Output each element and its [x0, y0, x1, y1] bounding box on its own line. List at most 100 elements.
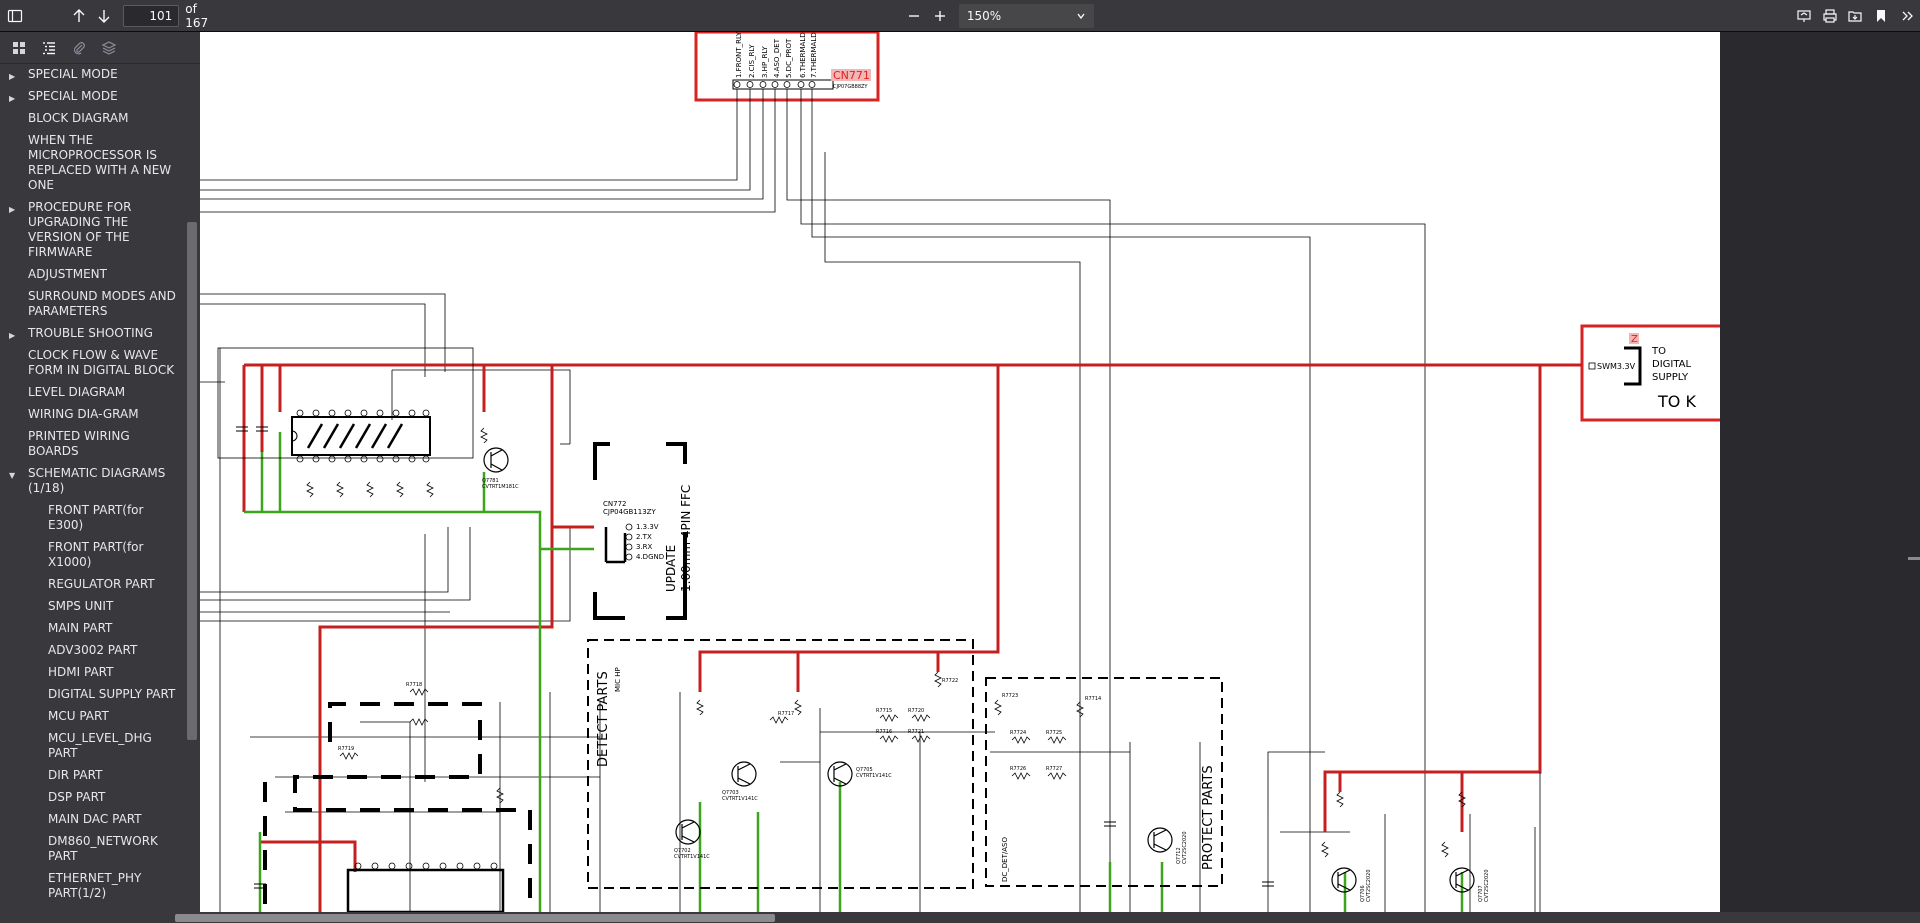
outline-item[interactable]: ▶SPECIAL MODE [0, 64, 186, 86]
svg-text:R7721: R7721 [908, 729, 924, 735]
sidebar-scrollbar[interactable] [187, 222, 197, 740]
document-viewer[interactable]: BCDEFGH [200, 32, 1720, 912]
sidebar-toggle-icon[interactable] [2, 4, 28, 28]
open-file-icon[interactable] [1843, 4, 1869, 28]
digital-supply-box: Z SWM3.3V TO DIGITAL SUPPLY TO K [1580, 324, 1720, 422]
outline-item[interactable]: ETHERNET_PHY PART(1/2) [0, 868, 186, 905]
outline-item[interactable]: ▶ TROUBLE SHOOTING [0, 323, 186, 345]
svg-text:CVTRT1M181C: CVTRT1M181C [482, 484, 519, 490]
svg-text:R7720: R7720 [908, 708, 924, 714]
svg-text:SWM3.3V: SWM3.3V [1597, 362, 1636, 371]
outline-item-label: PRINTED WIRING BOARDS [28, 429, 130, 458]
outline-item[interactable]: DM860_NETWORK PART [0, 831, 186, 868]
svg-text:3.RX: 3.RX [636, 543, 653, 551]
outline-item[interactable]: ▶SPECIAL MODE [0, 86, 186, 108]
minus-icon [909, 14, 920, 17]
thumbnails-icon[interactable] [4, 35, 34, 61]
outline-item[interactable]: DIGITAL SUPPLY PART [0, 684, 186, 706]
outline-item[interactable]: DSP PART [0, 787, 186, 809]
svg-text:CVT2SC2020: CVT2SC2020 [1182, 831, 1188, 864]
cn771-part: CJP07GB88ZY [833, 84, 868, 90]
transistor-q7705 [827, 761, 853, 787]
sidebar-tabs [0, 32, 200, 64]
svg-text:Q7781: Q7781 [482, 478, 499, 484]
update-connector: CN772 CJP04GB113ZY 1.3.3V 2.TX 3.RX 4.DG… [593, 442, 693, 620]
outline-icon[interactable] [34, 35, 64, 61]
outline-item-label: MAIN PART [48, 621, 113, 635]
chevron-double-right-icon[interactable] [1894, 4, 1920, 28]
plus-icon [934, 10, 945, 21]
outline-item[interactable]: ADV3002 PART [0, 640, 186, 662]
svg-text:CVT2SC2020: CVT2SC2020 [1484, 869, 1490, 902]
svg-text:2.CIS_RLY: 2.CIS_RLY [748, 44, 756, 78]
arrow-down-icon[interactable] [91, 4, 117, 28]
outline-item[interactable]: CLOCK FLOW & WAVE FORM IN DIGITAL BLOCK [0, 345, 186, 382]
bookmark-icon[interactable] [1868, 4, 1894, 28]
outline-item[interactable]: FRONT PART(for X1000) [0, 537, 186, 574]
triangle-right-icon[interactable]: ▶ [9, 94, 16, 103]
arrow-up-icon[interactable] [66, 4, 92, 28]
layers-icon[interactable] [94, 35, 124, 61]
triangle-right-icon[interactable]: ▶ [9, 331, 16, 340]
outline-item-label: SURROUND MODES AND PARAMETERS [28, 289, 176, 318]
svg-text:2.TX: 2.TX [636, 533, 652, 541]
outline-item[interactable]: SMPS UNIT [0, 596, 186, 618]
outline-item[interactable]: BLOCK DIAGRAM [0, 108, 186, 130]
pdf-page: BCDEFGH [200, 32, 1720, 912]
outline-item[interactable]: REGULATOR PART [0, 574, 186, 596]
print-icon[interactable] [1817, 4, 1843, 28]
outline-item[interactable]: MCU PART [0, 706, 186, 728]
svg-text:4.ASO_DET: 4.ASO_DET [773, 38, 781, 78]
transistor-q7707 [1449, 867, 1475, 893]
attachments-icon[interactable] [64, 35, 94, 61]
outline-item[interactable]: HDMI PART [0, 662, 186, 684]
triangle-right-icon[interactable]: ▶ [9, 205, 16, 214]
transistor-q7703 [731, 761, 757, 787]
outline-item-label: BLOCK DIAGRAM [28, 111, 129, 125]
outline-item-label: PROCEDURE FOR UPGRADING THE VERSION OF T… [28, 200, 132, 259]
svg-text:Q7705: Q7705 [856, 767, 873, 773]
schematic-diagram: BCDEFGH [200, 32, 1720, 912]
outline-item-label: SCHEMATIC DIAGRAMS (1/18) [28, 466, 166, 495]
svg-text:CN772: CN772 [603, 500, 627, 508]
zoom-in-button[interactable] [927, 4, 953, 28]
outline-item-label: TROUBLE SHOOTING [28, 326, 153, 340]
presentation-icon[interactable] [1791, 4, 1817, 28]
horizontal-scrollbar[interactable] [175, 912, 1920, 923]
outline-item-label: MAIN DAC PART [48, 812, 142, 826]
cn771-connector: CN771 CJP07GB88ZY 1.FRONT_RLY 2.CIS_RLY … [694, 32, 880, 152]
outline-item[interactable]: LEVEL DIAGRAM [0, 382, 186, 404]
outline-item[interactable]: WHEN THE MICROPROCESSOR IS REPLACED WITH… [0, 130, 186, 197]
triangle-right-icon[interactable]: ▶ [9, 72, 16, 81]
outline-item[interactable]: ▼ SCHEMATIC DIAGRAMS (1/18) [0, 463, 186, 500]
outline-item[interactable]: PRINTED WIRING BOARDS [0, 426, 186, 463]
outline-item[interactable]: MAIN DAC PART [0, 809, 186, 831]
resistor-labels: R7718 R7719 R7717 R7715 R7716 R7720 R772… [338, 678, 1101, 772]
page-number-input[interactable] [123, 4, 180, 27]
horizontal-scroll-thumb[interactable] [175, 914, 775, 922]
outline-tree: ▶SPECIAL MODE▶SPECIAL MODE BLOCK DIAGRAM W… [0, 64, 186, 912]
outline-item-label: DM860_NETWORK PART [48, 834, 158, 863]
vertical-scroll-marker[interactable] [1908, 557, 1920, 560]
outline-item[interactable]: FRONT PART(for E300) [0, 500, 186, 537]
outline-item[interactable]: MAIN PART [0, 618, 186, 640]
outline-item[interactable]: WIRING DIA-GRAM [0, 404, 186, 426]
svg-text:5.DC_PROT: 5.DC_PROT [785, 38, 793, 78]
outline-item[interactable]: SURROUND MODES AND PARAMETERS [0, 286, 186, 323]
cn771-label: CN771 [833, 69, 870, 82]
zoom-select[interactable]: 150% [958, 3, 1095, 28]
zoom-out-button[interactable] [901, 4, 927, 28]
transistor-q7706 [1331, 867, 1357, 893]
outline-item[interactable]: DIR PART [0, 765, 186, 787]
outline-item-label: ETHERNET_PHY PART(1/2) [48, 871, 142, 900]
outline-item-label: DIR PART [48, 768, 103, 782]
outline-item[interactable]: ADJUSTMENT [0, 264, 186, 286]
svg-text:R7717: R7717 [778, 711, 794, 717]
page-count: of 167 [185, 1, 209, 30]
outline-item[interactable]: ▶ PROCEDURE FOR UPGRADING THE VERSION OF … [0, 197, 186, 264]
outline-item[interactable]: MCU_LEVEL_DHG PART [0, 728, 186, 765]
svg-text:SUPPLY: SUPPLY [1652, 372, 1689, 383]
triangle-down-icon[interactable]: ▼ [9, 471, 16, 480]
resistors [306, 427, 1466, 858]
